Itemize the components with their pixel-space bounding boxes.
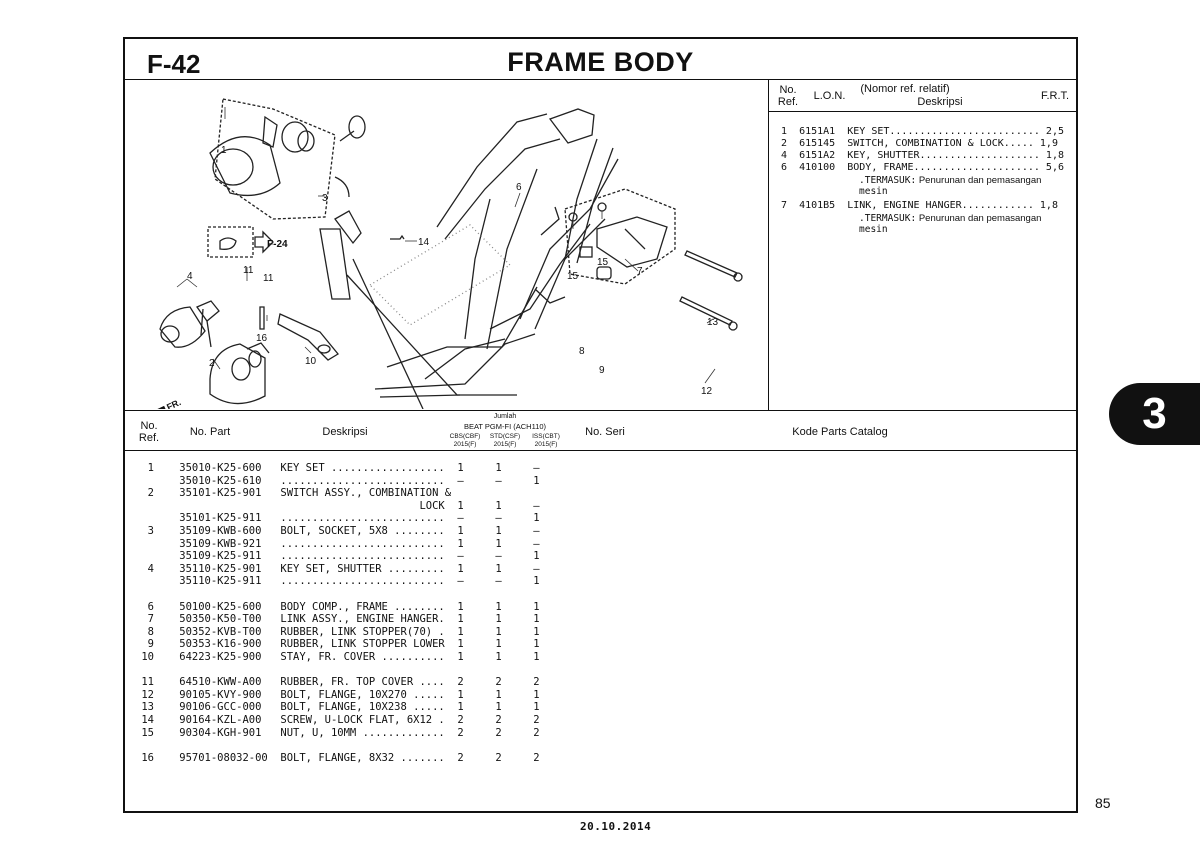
parts-row: 15 90304-KGH-901 NUT, U, 10MM ..........…	[135, 726, 540, 739]
callout-6: 6	[516, 182, 522, 193]
parts-row: 35101-K25-911 ..........................…	[135, 512, 540, 525]
frt-note-text: Penurunan dan pemasangan	[918, 213, 1042, 224]
frt-row: 2 615145 SWITCH, COMBINATION & LOCK.....…	[775, 138, 1058, 149]
frt-divider	[768, 79, 769, 410]
frt-row: 6 410100 BODY, FRAME....................…	[775, 162, 1064, 173]
callout-11b: 11	[263, 273, 274, 284]
frt-row: 7 4101B5 LINK, ENGINE HANGER............…	[775, 200, 1058, 211]
parts-header-model: BEAT PGM-FI (ACH110)	[463, 422, 547, 431]
callout-1: 1	[221, 145, 227, 156]
key-set-body	[209, 136, 281, 197]
frt-header-nomor: (Nomor ref. relatif)	[860, 83, 950, 95]
parts-row: 11 64510-KWW-A00 RUBBER, FR. TOP COVER .…	[135, 676, 540, 689]
title-divider	[125, 79, 1076, 80]
col-b-header: STD(CSF)	[489, 433, 521, 440]
frt-header-no: No.	[779, 84, 797, 96]
frt-note-label: .TERMASUK:	[859, 213, 917, 224]
front-arrow-icon: FR.	[145, 397, 182, 419]
print-date: 20.10.2014	[580, 820, 652, 833]
item-1-group	[214, 98, 336, 220]
parts-row: 35010-K25-610 ..........................…	[135, 474, 540, 487]
callout-15b: 15	[567, 271, 579, 282]
parts-header-ref: Ref.	[138, 432, 160, 444]
frt-row: 4 6151A2 KEY, SHUTTER...................…	[775, 150, 1064, 161]
parts-header-no: No.	[140, 420, 158, 432]
page-number: 85	[1095, 795, 1111, 811]
frt-header-deskripsi: Deskripsi	[917, 96, 963, 108]
frt-header-ref: Ref.	[777, 96, 799, 108]
parts-row: 4 35110-K25-901 KEY SET, SHUTTER .......…	[135, 562, 540, 575]
svg-text:FR.: FR.	[165, 397, 182, 409]
callout-2: 2	[209, 358, 215, 369]
ref-box-label: F-24	[267, 239, 288, 250]
col-a-header: CBS(CBF)	[449, 433, 481, 440]
parts-row: 9 50353-K16-900 RUBBER, LINK STOPPER LOW…	[135, 638, 540, 651]
parts-row: 35110-K25-911 ..........................…	[135, 575, 540, 588]
callout-7: 7	[637, 266, 643, 277]
parts-header-no-part: No. Part	[189, 426, 231, 438]
col-a-sub: 2015(F)	[453, 441, 477, 448]
frt-note: .TERMASUK: Penurunan dan pemasangan mesi…	[859, 175, 1041, 197]
callout-9: 9	[599, 365, 605, 376]
exploded-diagram: 1 3 4 2 11 11 16 10 6 14 15 15 7 13 8 9 …	[125, 79, 768, 436]
callout-3: 3	[322, 193, 328, 204]
callout-12: 12	[701, 386, 713, 397]
callout-10: 10	[305, 356, 317, 367]
page-frame: F-42 FRAME BODY	[123, 37, 1078, 813]
frt-note-cont: mesin	[859, 186, 888, 197]
col-c-header: ISS(CBT)	[532, 433, 560, 440]
frt-header-frt: F.R.T.	[1040, 90, 1070, 102]
callout-11a: 11	[243, 265, 254, 276]
frt-row: 1 6151A1 KEY SET........................…	[775, 126, 1064, 137]
parts-row: 16 95701-08032-00 BOLT, FLANGE, 8X32 ...…	[135, 751, 540, 764]
parts-row: 13 90106-GCC-000 BOLT, FLANGE, 10X238 ..…	[135, 701, 540, 714]
col-b-sub: 2015(F)	[493, 441, 517, 448]
callout-16: 16	[256, 333, 268, 344]
figure-code: F-42	[147, 49, 201, 79]
parts-row: 10 64223-K25-900 STAY, FR. COVER .......…	[135, 651, 540, 663]
parts-header-kode: Kode Parts Catalog	[792, 426, 888, 438]
parts-row: 35109-KWB-921 ..........................…	[135, 537, 540, 550]
parts-row: 6 50100-K25-600 BODY COMP., FRAME ......…	[135, 600, 540, 613]
parts-row: 2 35101-K25-901 SWITCH ASSY., COMBINATIO…	[135, 487, 452, 500]
col-c-sub: 2015(F)	[534, 441, 558, 448]
frt-header-line	[768, 111, 1076, 112]
callout-4: 4	[187, 271, 193, 282]
section-tab: 3	[1109, 383, 1200, 445]
parts-header-no-seri: No. Seri	[585, 426, 625, 438]
parts-row: 8 50352-KVB-T00 RUBBER, LINK STOPPER(70)…	[135, 625, 540, 638]
callout-8: 8	[579, 346, 585, 357]
parts-row: LOCK 1 1 –	[135, 499, 540, 512]
callout-14: 14	[418, 237, 430, 248]
parts-header-jumlah: Jumlah	[493, 413, 517, 420]
parts-row: 12 90105-KVY-900 BOLT, FLANGE, 10X270 ..…	[135, 688, 540, 701]
frt-note-text: Penurunan dan pemasangan	[918, 175, 1042, 186]
frt-header-lon: L.O.N.	[813, 90, 846, 102]
parts-header-deskripsi: Deskripsi	[322, 426, 368, 438]
parts-table-top	[125, 410, 1076, 411]
parts-row: 3 35109-KWB-600 BOLT, SOCKET, 5X8 ......…	[135, 525, 540, 537]
parts-row: 1 35010-K25-600 KEY SET ................…	[135, 462, 540, 474]
frt-note: .TERMASUK: Penurunan dan pemasangan mesi…	[859, 213, 1041, 235]
frt-note-label: .TERMASUK:	[859, 175, 917, 186]
callout-13: 13	[707, 317, 719, 328]
parts-row: 7 50350-K50-T00 LINK ASSY., ENGINE HANGE…	[135, 613, 540, 626]
frt-note-cont: mesin	[859, 224, 888, 235]
parts-row: 14 90164-KZL-A00 SCREW, U-LOCK FLAT, 6X1…	[135, 714, 540, 726]
frame-body-illustration: 1 3 4 2 11 11 16 10 6 14 15 15 7 13 8 9 …	[145, 98, 743, 436]
callout-15a: 15	[597, 257, 609, 268]
parts-row: 35109-K25-911 ..........................…	[135, 550, 540, 563]
page-title: FRAME BODY	[507, 47, 694, 77]
parts-header-line	[125, 450, 1076, 451]
